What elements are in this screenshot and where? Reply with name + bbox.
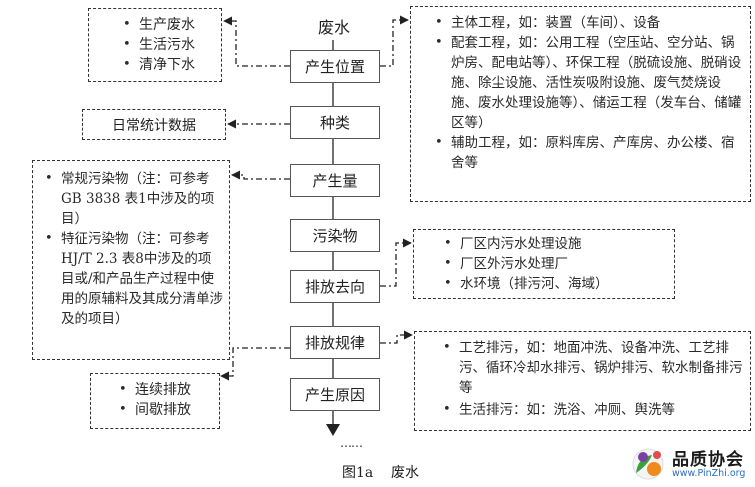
logo-name: 品质协会 bbox=[672, 450, 744, 470]
location-item: 辅助工程，如：原料库房、产库房、办公楼、宿舍等 bbox=[429, 133, 744, 173]
flow-step-cause: 产生原因 bbox=[290, 378, 380, 411]
location-item: 配套工程，如：公用工程（空压站、空分站、锅炉房、配电站等）、环保工程（脱硫设施、… bbox=[429, 33, 744, 133]
discharge-pattern-box: 连续排放 间歇排放 bbox=[90, 373, 220, 429]
connector-cause bbox=[380, 330, 413, 344]
pollutant-item: 特征污染物（注：可参考HJ/T 2.3 表8中涉及的项目或/和产品生产过程中使用… bbox=[39, 229, 223, 329]
connector-types bbox=[223, 16, 290, 67]
cause-item: 工艺排污，如：地面冲洗、设备冲洗、工艺排污、循环冷却水排污、锅炉排污、软水制备排… bbox=[437, 338, 744, 398]
pollutant-item: 常规污染物（注：可参考GB 3838 表1中涉及的项目） bbox=[39, 169, 223, 229]
spine-arrow bbox=[326, 424, 340, 436]
flow-step-pattern: 排放规律 bbox=[290, 326, 380, 359]
flow-step-label: 产生位置 bbox=[304, 58, 365, 76]
destination-item: 水环境（排污河、海域） bbox=[438, 274, 668, 294]
pattern-item: 间歇排放 bbox=[113, 400, 215, 420]
flow-step-label: 产生原因 bbox=[304, 386, 365, 404]
flow-step-label: 污染物 bbox=[312, 227, 358, 245]
connector-pollutants bbox=[231, 170, 290, 180]
flow-step-volume: 产生量 bbox=[290, 164, 380, 197]
connector-location bbox=[380, 15, 409, 67]
flow-step-label: 产生量 bbox=[312, 172, 358, 190]
volume-text: 日常统计数据 bbox=[112, 117, 196, 134]
figure-caption: 图1a 废水 bbox=[342, 465, 420, 481]
location-item: 主体工程，如：装置（车间）、设备 bbox=[429, 13, 744, 33]
destination-item: 厂区外污水处理厂 bbox=[438, 254, 668, 274]
connector-destination bbox=[380, 238, 412, 287]
flow-step-destination: 排放去向 bbox=[290, 270, 380, 303]
flow-step-pollutants: 污染物 bbox=[290, 219, 380, 252]
flow-step-type: 种类 bbox=[290, 106, 380, 139]
types-item: 清净下水 bbox=[117, 55, 217, 75]
diagram-title: 废水 bbox=[318, 18, 351, 37]
destination-box: 厂区内污水处理设施 厂区外污水处理厂 水环境（排污河、海域） bbox=[413, 229, 675, 299]
location-box: 主体工程，如：装置（车间）、设备 配套工程，如：公用工程（空压站、空分站、锅炉房… bbox=[410, 6, 751, 202]
types-item: 生活污水 bbox=[117, 35, 217, 55]
logo-url: www.PinZhi.org bbox=[672, 468, 746, 479]
flow-continuation: …… bbox=[340, 436, 363, 450]
connector-discharge bbox=[220, 347, 290, 381]
types-item: 生产废水 bbox=[117, 15, 217, 35]
flow-step-label: 种类 bbox=[319, 114, 350, 132]
cause-box: 工艺排污，如：地面冲洗、设备冲洗、工艺排污、循环冷却水排污、锅炉排污、软水制备排… bbox=[414, 331, 751, 431]
flow-step-label: 排放规律 bbox=[304, 334, 365, 352]
flow-step-label: 排放去向 bbox=[304, 278, 365, 296]
cause-item: 生活排污：如：洗浴、冲厕、舆洗等 bbox=[437, 400, 744, 420]
flow-step-location: 产生位置 bbox=[290, 50, 380, 83]
watermark-logo: 品质协会 www.PinZhi.org bbox=[628, 441, 752, 485]
logo-mark-icon bbox=[632, 448, 664, 480]
pollutants-box: 常规污染物（注：可参考GB 3838 表1中涉及的项目） 特征污染物（注：可参考… bbox=[32, 160, 230, 360]
pattern-item: 连续排放 bbox=[113, 380, 215, 400]
volume-box: 日常统计数据 bbox=[82, 109, 226, 140]
types-box: 生产废水 生活污水 清净下水 bbox=[88, 8, 222, 82]
destination-item: 厂区内污水处理设施 bbox=[438, 234, 668, 254]
